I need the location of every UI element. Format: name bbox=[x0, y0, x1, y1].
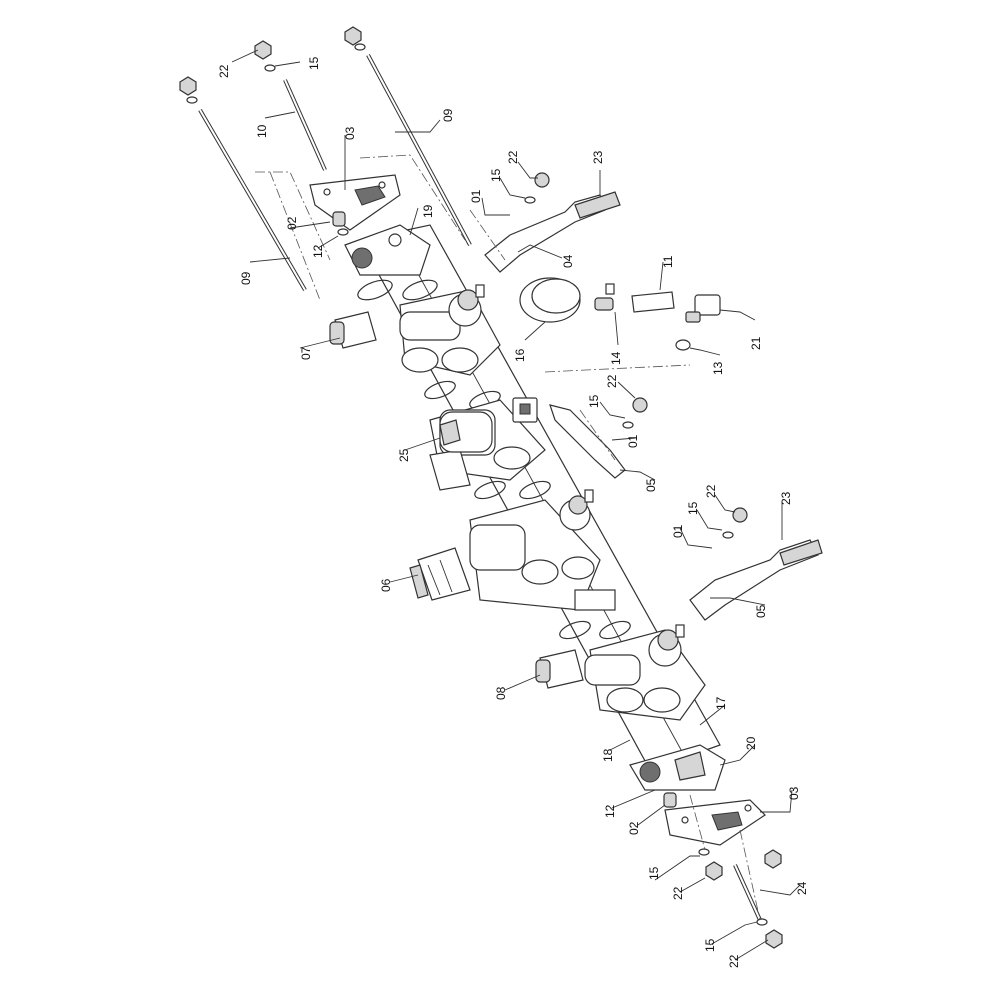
tie-rod-left bbox=[198, 108, 307, 292]
callout-20: 20 bbox=[744, 736, 758, 750]
cap-nut-upper bbox=[534, 172, 550, 188]
tie-rod-middle bbox=[283, 79, 327, 171]
regulator-knob-middle bbox=[559, 489, 594, 531]
sensor-connector bbox=[685, 294, 721, 323]
callout-15-bottom: 15 bbox=[703, 938, 717, 952]
callout-22-lower: 22 bbox=[704, 484, 718, 498]
end-plate-bottom bbox=[664, 799, 766, 846]
regulator-knob-upper bbox=[448, 284, 485, 327]
end-plate-top bbox=[309, 174, 401, 231]
callout-06: 06 bbox=[379, 578, 393, 592]
end-flange-bottom bbox=[629, 744, 726, 791]
callout-09-left: 09 bbox=[239, 271, 253, 285]
pressure-fitting-upper bbox=[329, 311, 377, 349]
callout-13: 13 bbox=[711, 361, 725, 375]
callout-04: 04 bbox=[561, 254, 575, 268]
spacer-top bbox=[332, 211, 349, 236]
callout-15-lower: 15 bbox=[686, 501, 700, 515]
callout-leaders bbox=[231, 49, 801, 961]
callout-02-top: 02 bbox=[285, 216, 299, 230]
callout-03-bottom: 03 bbox=[787, 786, 801, 800]
tie-rod-bottom bbox=[733, 864, 762, 921]
gauge-pipe bbox=[631, 291, 675, 313]
pressure-fitting-lower bbox=[535, 649, 584, 689]
nut-bottom-left bbox=[705, 861, 723, 881]
lever-middle bbox=[549, 404, 626, 479]
nut-bottom-end bbox=[765, 929, 783, 949]
callout-15-top: 15 bbox=[307, 56, 321, 70]
electric-motor-25 bbox=[439, 411, 493, 453]
nut-top-mid bbox=[254, 40, 272, 60]
callout-05-lower: 05 bbox=[754, 604, 768, 618]
gauge-adapter bbox=[594, 283, 615, 311]
callout-09-right: 09 bbox=[441, 108, 455, 122]
callout-19: 19 bbox=[421, 204, 435, 218]
callout-22-middle: 22 bbox=[605, 374, 619, 388]
gasket-13 bbox=[675, 339, 691, 351]
lever-lower bbox=[689, 539, 823, 621]
callout-11: 11 bbox=[661, 255, 675, 268]
nuts-and-washers bbox=[179, 26, 783, 949]
assembly-lines bbox=[255, 154, 761, 921]
washer-middle bbox=[622, 421, 634, 429]
main-control-valve-06 bbox=[409, 547, 471, 601]
end-flange-top bbox=[344, 224, 431, 276]
nut-top-left bbox=[179, 76, 197, 96]
callout-23-upper: 23 bbox=[591, 150, 605, 164]
callout-25: 25 bbox=[397, 448, 411, 462]
cap-nut-middle bbox=[632, 397, 648, 413]
callout-07: 07 bbox=[299, 346, 313, 360]
nut-bottom-right bbox=[764, 849, 782, 869]
callout-03-top: 03 bbox=[343, 126, 357, 140]
washer-top-left bbox=[186, 96, 198, 104]
manifold-o-rings bbox=[357, 279, 631, 640]
callout-01-upper: 01 bbox=[469, 189, 483, 203]
callout-22-bottom-left: 22 bbox=[671, 886, 685, 900]
washer-top-right bbox=[354, 43, 366, 51]
callout-02-bottom: 02 bbox=[627, 821, 641, 835]
callout-15-upper: 15 bbox=[489, 168, 503, 182]
washer-upper bbox=[524, 196, 536, 204]
callout-24: 24 bbox=[795, 881, 809, 895]
callout-23-lower: 23 bbox=[779, 491, 793, 505]
tie-rod-right bbox=[366, 54, 472, 246]
nut-top-right bbox=[344, 26, 362, 46]
washer-bottom-left bbox=[698, 848, 710, 856]
callout-16: 16 bbox=[513, 348, 527, 362]
callout-22-top-left: 22 bbox=[217, 64, 231, 78]
washer-top-mid bbox=[264, 64, 276, 72]
lever-upper bbox=[484, 191, 621, 273]
callout-17: 17 bbox=[714, 696, 728, 710]
callout-18: 18 bbox=[601, 748, 615, 762]
callout-labels: 22 15 10 03 09 02 12 19 09 01 15 22 23 0… bbox=[217, 56, 809, 968]
callout-08: 08 bbox=[494, 686, 508, 700]
cap-nut-lower bbox=[732, 507, 748, 523]
callout-15-middle: 15 bbox=[587, 394, 601, 408]
washer-bottom-end bbox=[756, 918, 768, 926]
callout-12-bottom: 12 bbox=[603, 804, 617, 818]
callout-21: 21 bbox=[749, 336, 763, 350]
regulator-knob-lower bbox=[648, 624, 685, 667]
callout-15-bottom-left: 15 bbox=[647, 866, 661, 880]
callout-22-upper: 22 bbox=[506, 150, 520, 164]
callout-05-middle: 05 bbox=[644, 478, 658, 492]
callout-22-bottom: 22 bbox=[727, 954, 741, 968]
callout-14: 14 bbox=[609, 351, 623, 365]
connector-plug bbox=[512, 397, 538, 423]
callout-01-lower: 01 bbox=[671, 524, 685, 538]
callout-12-top: 12 bbox=[311, 244, 325, 258]
callout-01-middle: 01 bbox=[626, 434, 640, 448]
pressure-gauge bbox=[519, 277, 581, 323]
washer-lower bbox=[722, 531, 734, 539]
callout-10: 10 bbox=[255, 124, 269, 138]
